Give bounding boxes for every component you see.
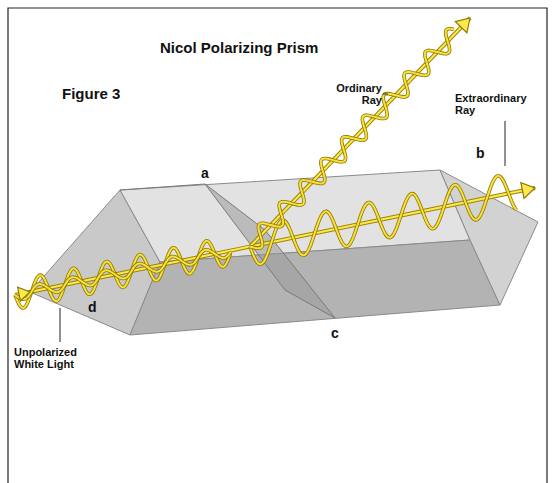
light-wave xyxy=(250,29,454,248)
arrowhead xyxy=(18,287,30,301)
arrowhead xyxy=(521,183,535,199)
light-wave xyxy=(15,241,230,308)
prism-edge xyxy=(120,184,205,190)
ray-label: Extraordinary Ray xyxy=(455,92,543,116)
vertex-letter: a xyxy=(201,166,209,181)
nicol-prism xyxy=(30,170,538,335)
figure-title: Nicol Polarizing Prism xyxy=(160,40,318,57)
leader-line xyxy=(505,121,506,166)
light-wave xyxy=(15,250,231,299)
light-wave xyxy=(15,241,230,308)
light-label: Unpolarized White Light xyxy=(14,346,96,370)
figure-number: Figure 3 xyxy=(62,86,120,103)
light-wave xyxy=(15,250,231,299)
vertex-letter: c xyxy=(331,326,339,341)
vertex-letter: d xyxy=(88,300,97,315)
arrowhead xyxy=(455,18,470,33)
ray-label: Ordinary Ray xyxy=(320,82,382,106)
light-wave xyxy=(250,176,516,264)
leader-lines xyxy=(60,94,505,342)
leader-line xyxy=(60,308,61,342)
vertex-letter: b xyxy=(476,146,485,161)
light-rays xyxy=(15,18,535,308)
prism-front-face xyxy=(130,240,500,335)
light-wave xyxy=(250,29,454,248)
light-wave xyxy=(250,176,516,264)
figure-frame xyxy=(8,8,547,483)
leader-line xyxy=(383,94,388,95)
